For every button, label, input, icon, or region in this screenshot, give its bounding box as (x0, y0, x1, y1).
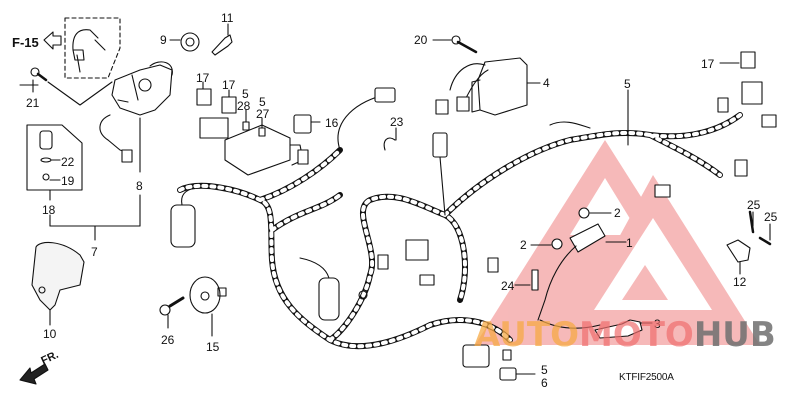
ignition-coil-1-icon (537, 223, 627, 321)
callout-24: 24 (501, 279, 515, 293)
callout-9: 9 (160, 33, 167, 47)
callout-21: 21 (26, 96, 40, 110)
key-9-icon (169, 32, 200, 52)
callout-6: 6 (541, 376, 548, 390)
callout-5: 5 (624, 77, 631, 91)
sensor-12-icon (726, 239, 751, 275)
watermark-hub: HUB (693, 315, 776, 355)
callout-25: 25 (764, 210, 778, 224)
watermark-moto: MOTO (578, 315, 694, 355)
callout-5: 5 (242, 87, 249, 101)
callout-17: 17 (196, 71, 210, 85)
figure-code: KTFIF2500A (619, 372, 674, 383)
callout-3: 3 (654, 317, 661, 331)
relay-17-right-icon (719, 51, 756, 69)
callout-27: 27 (256, 107, 270, 121)
front-direction-arrow-icon (19, 363, 49, 385)
bolt-26-icon (159, 296, 185, 329)
rubber-cap-2-icon (530, 207, 612, 250)
spark-plug-cap-3-icon (594, 319, 653, 339)
callout-5: 5 (259, 95, 266, 109)
callout-26: 26 (161, 333, 175, 347)
callout-4: 4 (543, 76, 550, 90)
ignition-cable-detail (64, 17, 121, 79)
reference-label-f15: F-15 (12, 35, 39, 50)
callout-18: 18 (42, 203, 56, 217)
callout-25: 25 (747, 198, 761, 212)
callout-19: 19 (61, 174, 75, 188)
reference-arrow-icon (43, 31, 62, 50)
relay-16-icon (293, 114, 321, 165)
callout-1: 1 (626, 236, 633, 250)
callout-leader-lines (19, 84, 629, 146)
callout-23: 23 (390, 115, 404, 129)
cover-10-icon (31, 241, 85, 326)
fuse-box-icon (199, 109, 304, 176)
horn-15-icon (189, 276, 227, 337)
callout-5: 5 (541, 363, 548, 377)
bolt-25-icon (748, 210, 772, 246)
watermark-text: AUTOMOTOHUB (474, 318, 776, 352)
ignition-switch-icon (99, 61, 173, 227)
regulator-rectifier-4-icon (435, 57, 541, 116)
callout-28: 28 (237, 99, 251, 113)
bolt-21-icon (30, 67, 113, 106)
callout-17: 17 (701, 57, 715, 71)
callout-10: 10 (43, 327, 57, 341)
callout-2: 2 (614, 206, 621, 220)
key-cylinder-detail-box (26, 124, 141, 241)
bolt-24-icon (514, 269, 539, 291)
callout-20: 20 (414, 33, 428, 47)
callout-11: 11 (221, 11, 234, 25)
callout-7: 7 (91, 245, 98, 259)
watermark-auto: AUTO (474, 315, 579, 355)
watermark-logo-icon (475, 140, 760, 345)
callout-22: 22 (61, 155, 75, 169)
filter-canister-left-icon (170, 187, 196, 248)
callout-8: 8 (136, 179, 143, 193)
callout-15: 15 (206, 340, 220, 354)
bolt-20-icon (432, 35, 478, 54)
callout-16: 16 (325, 116, 339, 130)
key-11-icon (211, 23, 233, 56)
relay-17-icon (196, 81, 237, 114)
wire-leads (299, 81, 777, 381)
main-wire-harness-stripes (178, 113, 742, 349)
callout-2: 2 (520, 238, 527, 252)
callout-12: 12 (733, 275, 747, 289)
callout-17: 17 (222, 78, 236, 92)
